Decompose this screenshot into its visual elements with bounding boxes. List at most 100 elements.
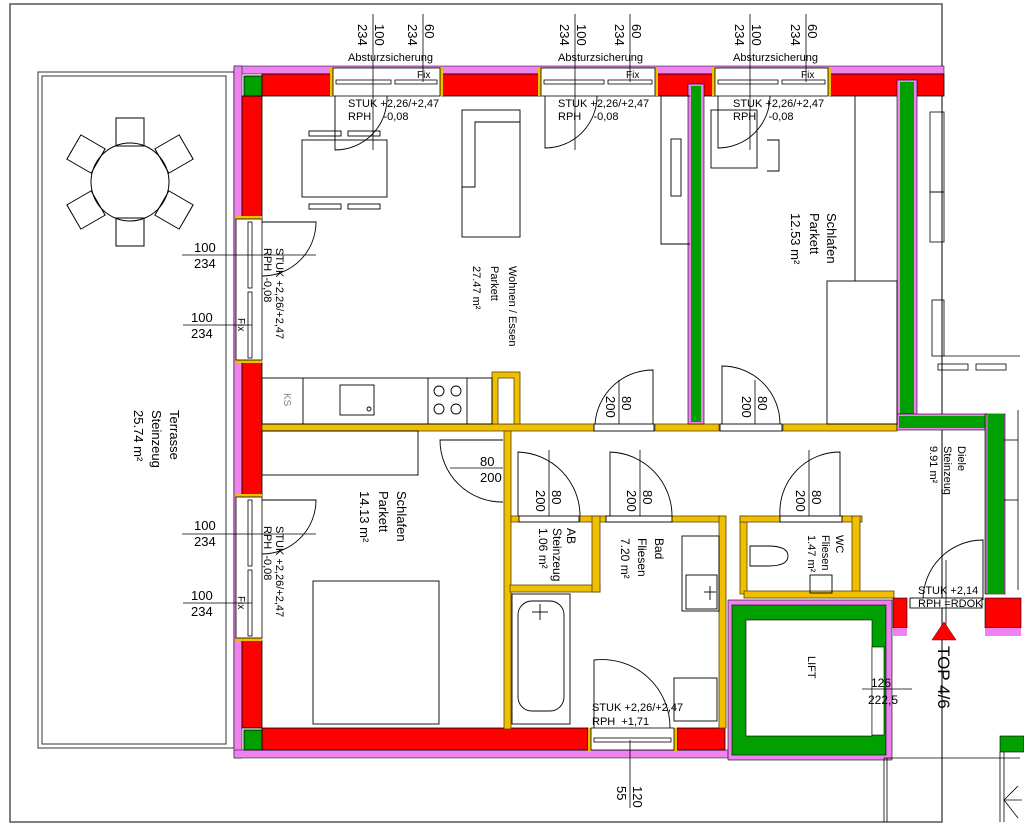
room-label-bedroom-ne-area: 12.53 m² [788, 213, 803, 265]
svg-text:Absturzsicherung: Absturzsicherung [558, 52, 643, 64]
furniture [261, 95, 898, 725]
sheet-border [9, 3, 943, 823]
room-label-wc-name: WC [833, 535, 845, 553]
room-label-bedroom-ne-name: Schlafen [824, 213, 839, 264]
svg-text:234: 234 [194, 256, 216, 271]
room-label-storage-name: AB [564, 528, 578, 544]
window-frames-top [332, 67, 829, 97]
svg-text:222,5: 222,5 [868, 693, 898, 707]
room-label-terrace-name: Terrasse [167, 410, 182, 460]
svg-text:100: 100 [194, 518, 216, 533]
svg-text:80: 80 [619, 396, 634, 410]
fridge-label: KS [281, 393, 292, 407]
svg-text:Fix: Fix [626, 70, 639, 81]
partition-walls [261, 371, 898, 730]
washbasin-icon [681, 535, 720, 612]
room-label-living-name: Wohnen / Essen [506, 266, 518, 347]
room-label-bedroom-ne-floor: Parkett [807, 213, 822, 255]
svg-text:200: 200 [603, 396, 618, 418]
svg-text:100: 100 [749, 24, 764, 46]
svg-text:100: 100 [194, 240, 216, 255]
room-label-bedroom-sw-area: 14.13 m² [357, 491, 372, 543]
svg-text:200: 200 [793, 490, 808, 512]
dining-table-icon [66, 117, 194, 247]
entrance-marker-icon [931, 621, 957, 641]
svg-text:60: 60 [422, 24, 437, 38]
svg-text:234: 234 [191, 604, 213, 619]
room-label-bath-floor: Fliesen [635, 538, 649, 577]
svg-text:STUK +2,14: STUK +2,14 [918, 585, 978, 597]
svg-text:RPH -0,08: RPH -0,08 [558, 111, 619, 123]
terrace: Terrasse Steinzeug 25.74 m² [37, 71, 235, 749]
svg-text:STUK +2,26/+2,47: STUK +2,26/+2,47 [273, 526, 285, 617]
svg-text:STUK +2,26/+2,47: STUK +2,26/+2,47 [348, 98, 439, 110]
svg-text:126: 126 [871, 676, 891, 690]
room-label-terrace-area: 25.74 m² [131, 410, 146, 462]
bed [312, 580, 440, 725]
svg-text:100: 100 [191, 588, 213, 603]
room-label-hall-floor: Steinzeug [941, 446, 953, 495]
room-label-living-area: 27.47 m² [470, 266, 482, 310]
kitchen-counter [261, 377, 493, 425]
svg-text:80: 80 [549, 490, 564, 504]
window-frames-left [235, 218, 263, 639]
svg-text:200: 200 [533, 490, 548, 512]
wc-basin-icon [809, 574, 833, 594]
svg-text:RPH -0,08: RPH -0,08 [261, 248, 273, 302]
unit-label: TOP 4/6 [934, 646, 953, 709]
washing-machine [673, 677, 718, 722]
svg-text:55: 55 [614, 786, 629, 800]
stove-burner-icon [433, 385, 445, 397]
svg-text:STUK +2,26/+2,47: STUK +2,26/+2,47 [558, 98, 649, 110]
room-label-terrace-floor: Steinzeug [149, 410, 164, 468]
window-dimensions-top: 234 100 234 60 Absturzsicherung Fix STUK… [348, 24, 824, 123]
room-label-hall-area: 9.91 m² [927, 446, 939, 484]
svg-text:RPH -0,08: RPH -0,08 [261, 526, 273, 580]
window-dimensions-left: 100 234 100 234 Fix STUK +2,26/+2,47 RPH… [191, 240, 285, 619]
svg-text:RPH +1,71: RPH +1,71 [592, 716, 649, 728]
window-frame-bottom [590, 727, 675, 751]
svg-text:RPH -0,08: RPH -0,08 [348, 111, 409, 123]
svg-text:Fix: Fix [417, 70, 430, 81]
svg-text:200: 200 [739, 396, 754, 418]
bed [826, 280, 898, 425]
svg-text:200: 200 [624, 490, 639, 512]
svg-text:80: 80 [809, 490, 824, 504]
room-label-storage-floor: Steinzeug [550, 528, 564, 581]
svg-text:RPH =RDOK: RPH =RDOK [918, 598, 983, 610]
room-label-wc-floor: Fliesen [819, 535, 831, 570]
svg-text:80: 80 [755, 396, 770, 410]
svg-text:100: 100 [191, 310, 213, 325]
svg-text:Absturzsicherung: Absturzsicherung [733, 52, 818, 64]
svg-text:Fix: Fix [235, 596, 246, 609]
svg-text:234: 234 [732, 24, 747, 46]
svg-text:234: 234 [405, 24, 420, 46]
svg-text:234: 234 [194, 534, 216, 549]
corridor-lines [883, 111, 1022, 822]
svg-text:120: 120 [630, 786, 645, 808]
svg-text:RPH -0,08: RPH -0,08 [733, 111, 794, 123]
wardrobe [261, 430, 419, 476]
svg-text:234: 234 [191, 326, 213, 341]
svg-text:100: 100 [372, 24, 387, 46]
room-label-living-floor: Parkett [488, 266, 500, 301]
door-dimensions: 80 200 80 200 80 200 80 200 80 200 80 20… [480, 396, 983, 707]
concrete-walls [687, 79, 1024, 761]
svg-text:STUK +2,26/+2,47: STUK +2,26/+2,47 [733, 98, 824, 110]
toilet-icon [749, 545, 789, 567]
svg-text:234: 234 [788, 24, 803, 46]
sofa [461, 109, 521, 238]
room-label-bath-name: Bad [652, 538, 666, 559]
room-label-lift: LIFT [805, 656, 817, 679]
sink-icon [339, 384, 375, 416]
svg-text:STUK +2,26/+2,47: STUK +2,26/+2,47 [592, 702, 683, 714]
window-dimensions-bottom: STUK +2,26/+2,47 RPH +1,71 120 55 [592, 702, 683, 808]
svg-text:234: 234 [557, 24, 572, 46]
room-label-bath-area: 7.20 m² [618, 538, 632, 579]
room-label-bedroom-sw-floor: Parkett [376, 491, 391, 533]
svg-text:Fix: Fix [801, 70, 814, 81]
svg-text:80: 80 [640, 490, 655, 504]
room-label-hall-name: Diele [955, 446, 967, 471]
svg-text:100: 100 [574, 24, 589, 46]
